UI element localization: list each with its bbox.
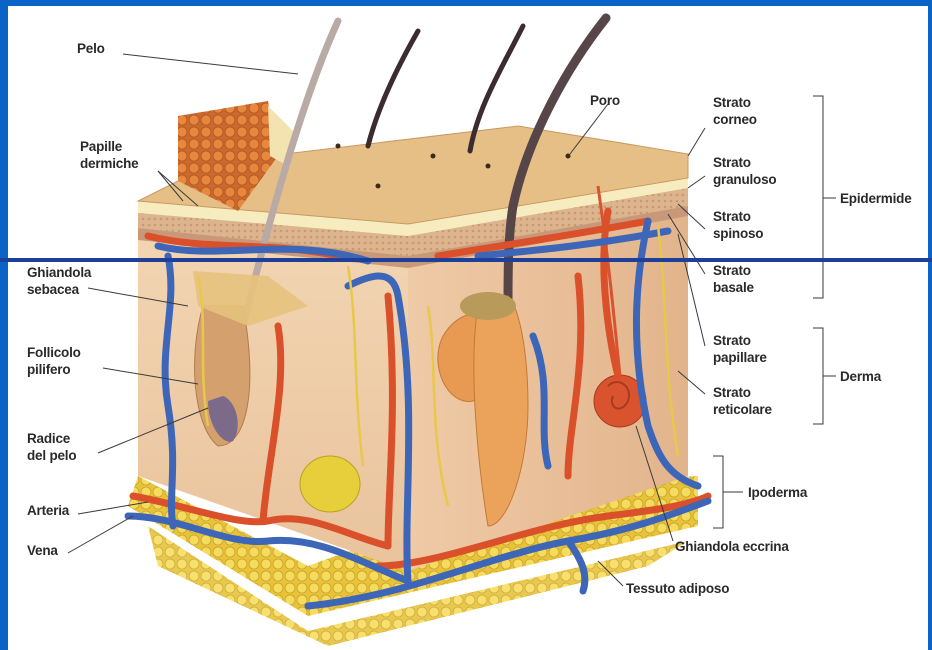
label-ipoderma: Ipoderma: [748, 484, 807, 501]
horizontal-divider-line: [0, 258, 932, 262]
label-strato-spinoso: Strato spinoso: [713, 208, 763, 242]
diagram-panel: Pelo Papille dermiche Ghiandola sebacea …: [8, 6, 928, 650]
label-follicolo-pilifero: Follicolo pilifero: [27, 344, 81, 378]
label-strato-granuloso: Strato granuloso: [713, 154, 776, 188]
label-vena: Vena: [27, 542, 58, 559]
skin-illustration: [8, 6, 928, 650]
label-pelo: Pelo: [77, 40, 105, 57]
label-strato-corneo: Strato corneo: [713, 94, 757, 128]
label-papille-dermiche: Papille dermiche: [80, 138, 138, 172]
label-strato-reticolare: Strato reticolare: [713, 384, 772, 418]
label-radice-del-pelo: Radice del pelo: [27, 430, 76, 464]
label-ghiandola-eccrina: Ghiandola eccrina: [675, 538, 789, 555]
label-arteria: Arteria: [27, 502, 69, 519]
label-tessuto-adiposo: Tessuto adiposo: [626, 580, 729, 597]
label-derma: Derma: [840, 368, 881, 385]
label-epidermide: Epidermide: [840, 190, 912, 207]
label-ghiandola-sebacea: Ghiandola sebacea: [27, 264, 91, 298]
label-poro: Poro: [590, 92, 620, 109]
label-strato-papillare: Strato papillare: [713, 332, 767, 366]
pacinian-corpuscle: [300, 456, 360, 512]
label-strato-basale: Strato basale: [713, 262, 754, 296]
